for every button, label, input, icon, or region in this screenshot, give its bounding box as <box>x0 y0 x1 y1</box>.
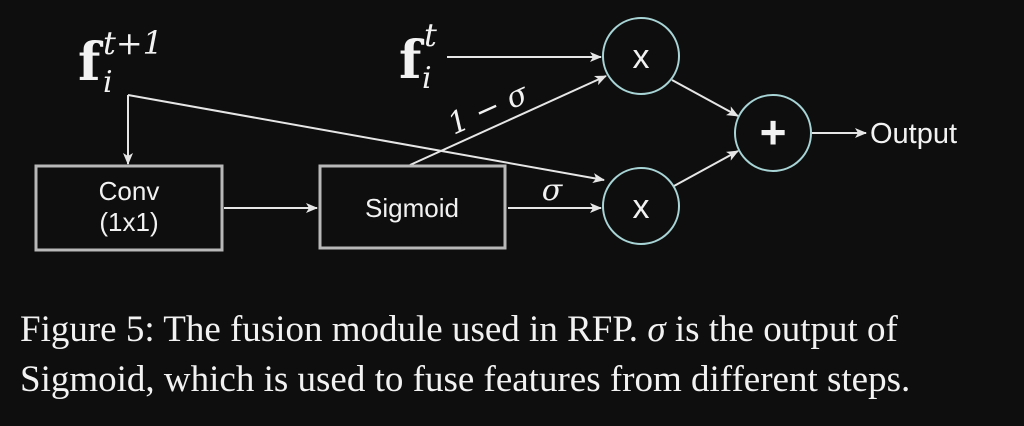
next-feature-subscript: i <box>103 65 113 100</box>
input-label-current-feature: f t i <box>399 16 437 96</box>
output-label: Output <box>870 118 957 150</box>
edge-multiply-top-to-add <box>671 79 739 117</box>
multiply-node-top: x <box>602 17 680 95</box>
caption-prefix: Figure 5: The fusion module used in RFP. <box>20 309 639 350</box>
multiply-bottom-symbol: x <box>633 188 650 226</box>
caption-line-2: Sigmoid, which is used to fuse features … <box>20 359 911 400</box>
edge-one-minus-sigma <box>409 75 607 166</box>
conv-block-kernel-label: (1x1) <box>99 207 158 237</box>
edge-multiply-bottom-to-add <box>673 150 739 187</box>
caption-sigma-symbol: σ <box>647 309 666 350</box>
edge-label-sigma: σ <box>542 173 564 208</box>
figure-caption: Figure 5: The fusion module used in RFP.… <box>20 305 1020 405</box>
multiply-top-symbol: x <box>633 38 650 76</box>
current-feature-subscript: i <box>422 61 432 96</box>
current-feature-superscript: t <box>424 16 437 54</box>
add-symbol: + <box>760 106 787 158</box>
conv-block: Conv (1x1) <box>34 164 224 252</box>
fusion-module-diagram: f t+1 i f t i 1 − σ σ Conv (1x1) Sigmoid… <box>34 16 957 252</box>
edge-next-feature-to-multiply-bottom <box>127 94 605 183</box>
next-feature-base: f <box>78 32 104 93</box>
next-feature-superscript: t+1 <box>103 24 163 62</box>
sigmoid-block-label: Sigmoid <box>365 193 459 223</box>
edge-label-one-minus-sigma: 1 − σ <box>443 76 535 143</box>
multiply-node-bottom: x <box>602 167 680 245</box>
input-label-next-feature: f t+1 i <box>78 24 163 100</box>
sigmoid-block: Sigmoid <box>318 164 507 250</box>
current-feature-base: f <box>399 30 425 91</box>
caption-middle: is the output of <box>674 309 898 350</box>
add-node: + <box>734 94 812 172</box>
conv-block-label: Conv <box>99 176 160 206</box>
